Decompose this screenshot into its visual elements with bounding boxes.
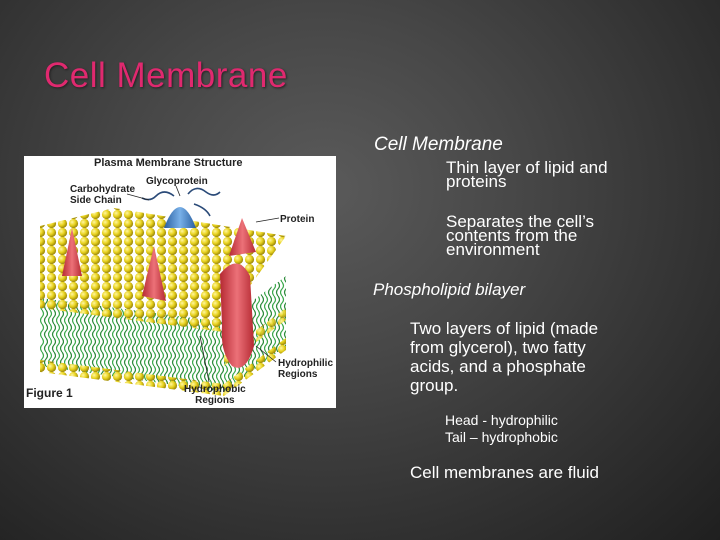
bottom-heads-side xyxy=(224,338,286,396)
hydrophobic-label-line1: Hydrophobic xyxy=(184,384,246,395)
bottom-heads-front xyxy=(40,360,224,396)
hydrophobic-label-line2: Regions xyxy=(195,395,235,406)
hydrophilic-label-line2: Regions xyxy=(278,369,318,380)
glycoprotein-shape xyxy=(164,207,196,228)
content-heading-cell-membrane: Cell Membrane xyxy=(374,134,503,155)
membrane-illustration xyxy=(40,185,286,396)
point-thin-layer: Thin layer of lipid and proteins xyxy=(446,158,608,191)
carbohydrate-label-line2: Side Chain xyxy=(70,195,122,206)
point-separates-line1: Separates the cell’s xyxy=(446,212,595,231)
glycoprotein-label: Glycoprotein xyxy=(146,176,208,187)
hydrophobic-label: Hydrophobic Regions xyxy=(184,384,246,406)
protein-red-left xyxy=(62,228,82,276)
transmembrane-protein xyxy=(220,263,254,368)
membrane-figure: Plasma Membrane Structure Glycoprotein C… xyxy=(24,156,336,408)
point-thin-layer-line1: Thin layer of lipid and xyxy=(446,158,608,177)
point-two-layers-line3: acids, and a phosphate xyxy=(410,357,586,376)
point-two-layers: Two layers of lipid (made from glycerol)… xyxy=(410,319,598,395)
hydrophilic-label-line1: Hydrophilic xyxy=(278,358,334,369)
protein-red-center xyxy=(142,246,166,301)
protein-label: Protein xyxy=(280,214,315,225)
carbohydrate-label-line1: Carbohydrate xyxy=(70,184,136,195)
point-fluid: Cell membranes are fluid xyxy=(410,463,599,482)
carbohydrate-label: Carbohydrate Side Chain xyxy=(70,184,135,206)
slide-title: Cell Membrane xyxy=(44,56,288,95)
sub-point-head: Head - hydrophilic xyxy=(445,412,558,428)
point-two-layers-line1: Two layers of lipid (made xyxy=(410,319,599,338)
figure-heading: Plasma Membrane Structure xyxy=(94,157,243,169)
protein-red-right xyxy=(229,218,256,256)
point-separates-line2: contents from the xyxy=(446,226,578,245)
sub-point-tail: Tail – hydrophobic xyxy=(445,429,558,445)
point-two-layers-line2: from glycerol), two fatty xyxy=(410,338,586,357)
point-separates: Separates the cell’s contents from the e… xyxy=(446,212,595,259)
point-separates-line3: environment xyxy=(446,240,540,259)
point-two-layers-line4: group. xyxy=(410,376,459,395)
content-heading-bilayer: Phospholipid bilayer xyxy=(373,280,526,299)
point-thin-layer-line2: proteins xyxy=(446,172,507,191)
figure-number: Figure 1 xyxy=(26,386,73,400)
hydrophilic-label: Hydrophilic Regions xyxy=(278,358,333,380)
